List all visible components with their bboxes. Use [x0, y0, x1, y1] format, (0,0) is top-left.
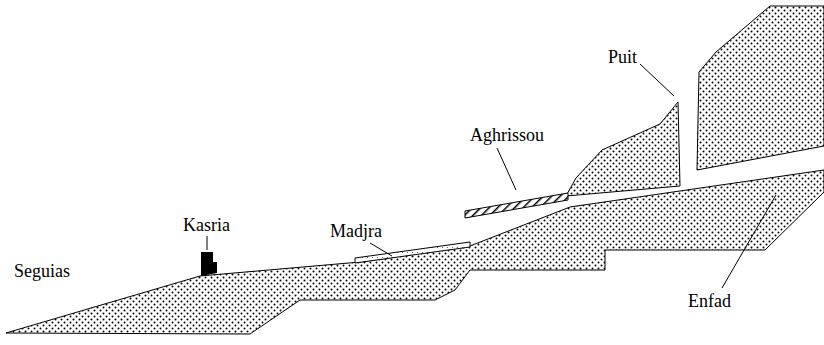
upper-ground-block	[697, 6, 824, 170]
leader-line	[497, 148, 516, 190]
aghrissou-channel	[465, 193, 568, 218]
upper-ground-block	[566, 102, 680, 196]
part-label: Aghrissou	[470, 126, 544, 144]
leader-line	[370, 243, 392, 256]
part-label: Kasria	[183, 216, 230, 234]
leader-line	[722, 195, 776, 288]
part-label: Seguias	[14, 262, 70, 280]
ground-section	[6, 170, 824, 334]
kasria-block	[201, 252, 217, 276]
leader-line	[207, 236, 208, 250]
madjra-channel	[355, 242, 470, 263]
part-label: Madjra	[330, 222, 382, 240]
leader-line	[640, 64, 674, 96]
part-label: Puit	[608, 48, 637, 66]
part-label: Enfad	[688, 292, 731, 310]
